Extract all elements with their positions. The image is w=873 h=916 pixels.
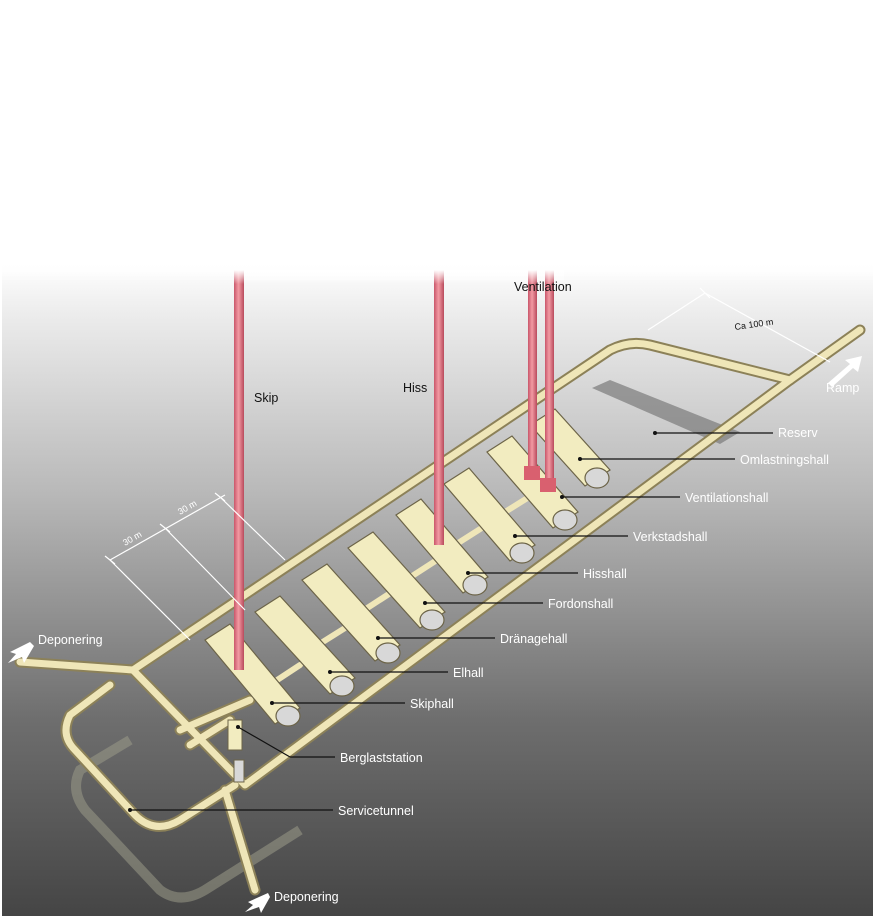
label-omlastningshall: Omlastningshall — [740, 453, 829, 467]
ventilation-shaft-1 — [528, 270, 537, 478]
hisshall-body — [395, 498, 489, 596]
label-skiphall: Skiphall — [410, 697, 454, 711]
label-ramp: Ramp — [826, 381, 859, 395]
ramp-arrow-icon — [828, 356, 862, 387]
fordonshall-body — [347, 531, 446, 631]
shafts — [234, 270, 564, 670]
label-deponering-left: Deponering — [38, 633, 103, 647]
reserv-shadow — [592, 380, 740, 444]
elhall-body — [254, 595, 356, 697]
servicetunnel-shadow — [71, 735, 303, 903]
dranagehall-body — [301, 563, 401, 664]
halls — [204, 408, 611, 727]
label-hiss: Hiss — [403, 381, 427, 395]
skiphall-body — [204, 623, 301, 727]
label-skip: Skip — [254, 391, 278, 405]
label-dranagehall: Dränagehall — [500, 632, 567, 646]
deponering-left-arrow-icon — [8, 642, 34, 663]
ventilationshall-body — [486, 435, 579, 531]
leader-dots — [128, 431, 657, 812]
ventilation-shaft-2 — [545, 270, 554, 490]
leader-lines — [130, 432, 773, 811]
skip-shaft — [234, 270, 244, 670]
label-verkstadshall: Verkstadshall — [633, 530, 707, 544]
hiss-shaft — [434, 270, 444, 545]
label-fordonshall: Fordonshall — [548, 597, 613, 611]
arrow-icons — [8, 356, 862, 913]
label-ventilationshall: Ventilationshall — [685, 491, 768, 505]
berglaststation-body — [227, 719, 245, 783]
label-reserv: Reserv — [778, 426, 818, 440]
deponering-bottom-arrow-icon — [245, 893, 270, 913]
label-hisshall: Hisshall — [583, 567, 627, 581]
label-elhall: Elhall — [453, 666, 484, 680]
label-servicetunnel: Servicetunnel — [338, 804, 414, 818]
verkstadshall-body — [443, 467, 536, 564]
dimension-lines — [104, 287, 831, 641]
label-ventilation: Ventilation — [514, 280, 572, 294]
tunnel-network — [14, 324, 866, 896]
label-berglaststation: Berglaststation — [340, 751, 423, 765]
label-deponering-bottom: Deponering — [274, 890, 339, 904]
